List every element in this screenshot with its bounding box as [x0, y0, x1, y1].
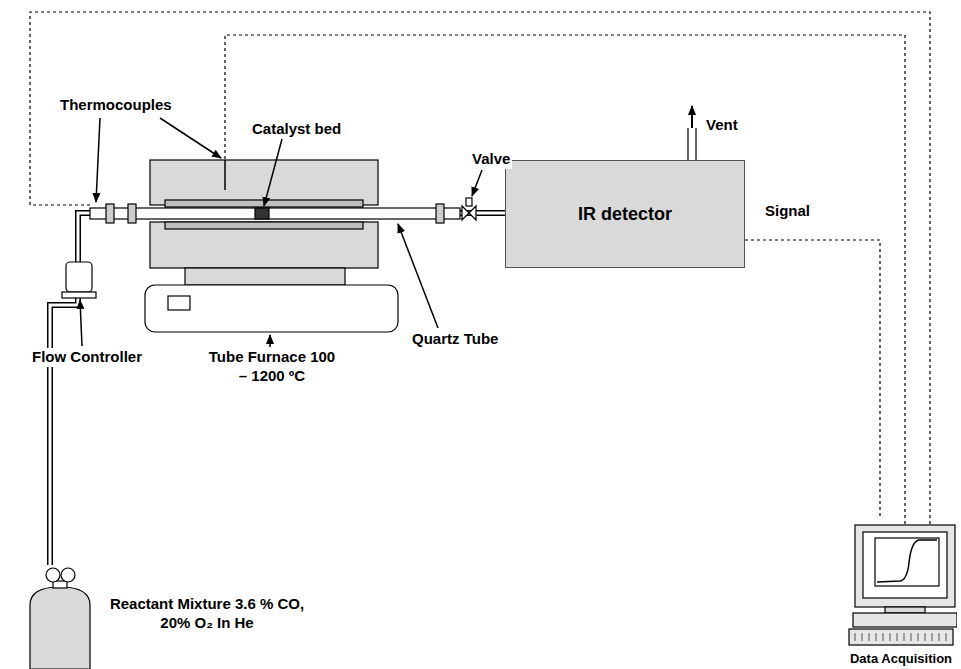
- computer-label: Data Acquisition: [845, 651, 957, 667]
- vent-pipe: [688, 106, 696, 160]
- tube-furnace: [145, 160, 398, 332]
- gas-cylinder: Reactant Mixture 3.6 % CO, 20% O₂ In He: [25, 565, 315, 669]
- part-label: Quartz Tube: [410, 330, 500, 349]
- quartz-tube: [90, 204, 460, 223]
- box-label: IR detector: [570, 203, 680, 226]
- leader-arrow: [80, 118, 482, 347]
- thermocouple-wire: [30, 12, 930, 525]
- cylinder-label: Reactant Mixture 3.6 % CO, 20% O₂ In He: [103, 595, 311, 633]
- process-box: IR detector: [505, 160, 745, 268]
- computer-symbol: [845, 518, 957, 669]
- part-label: Tube Furnace 100 – 1200 ºC: [205, 348, 339, 386]
- signal-label: Signal: [763, 202, 812, 221]
- gas-line: [50, 213, 505, 565]
- cylinder-symbol: [25, 565, 97, 669]
- part-label: Thermocouples: [58, 96, 174, 115]
- part-label: Flow Controller: [30, 348, 144, 367]
- part-label: Vent: [704, 116, 740, 135]
- signal-line: [745, 240, 880, 518]
- part-label: Catalyst bed: [250, 120, 343, 139]
- part-label: Valve: [470, 150, 512, 169]
- computer: Data Acquisition: [845, 518, 957, 669]
- valve: [462, 198, 476, 220]
- flow-controller: [62, 262, 96, 298]
